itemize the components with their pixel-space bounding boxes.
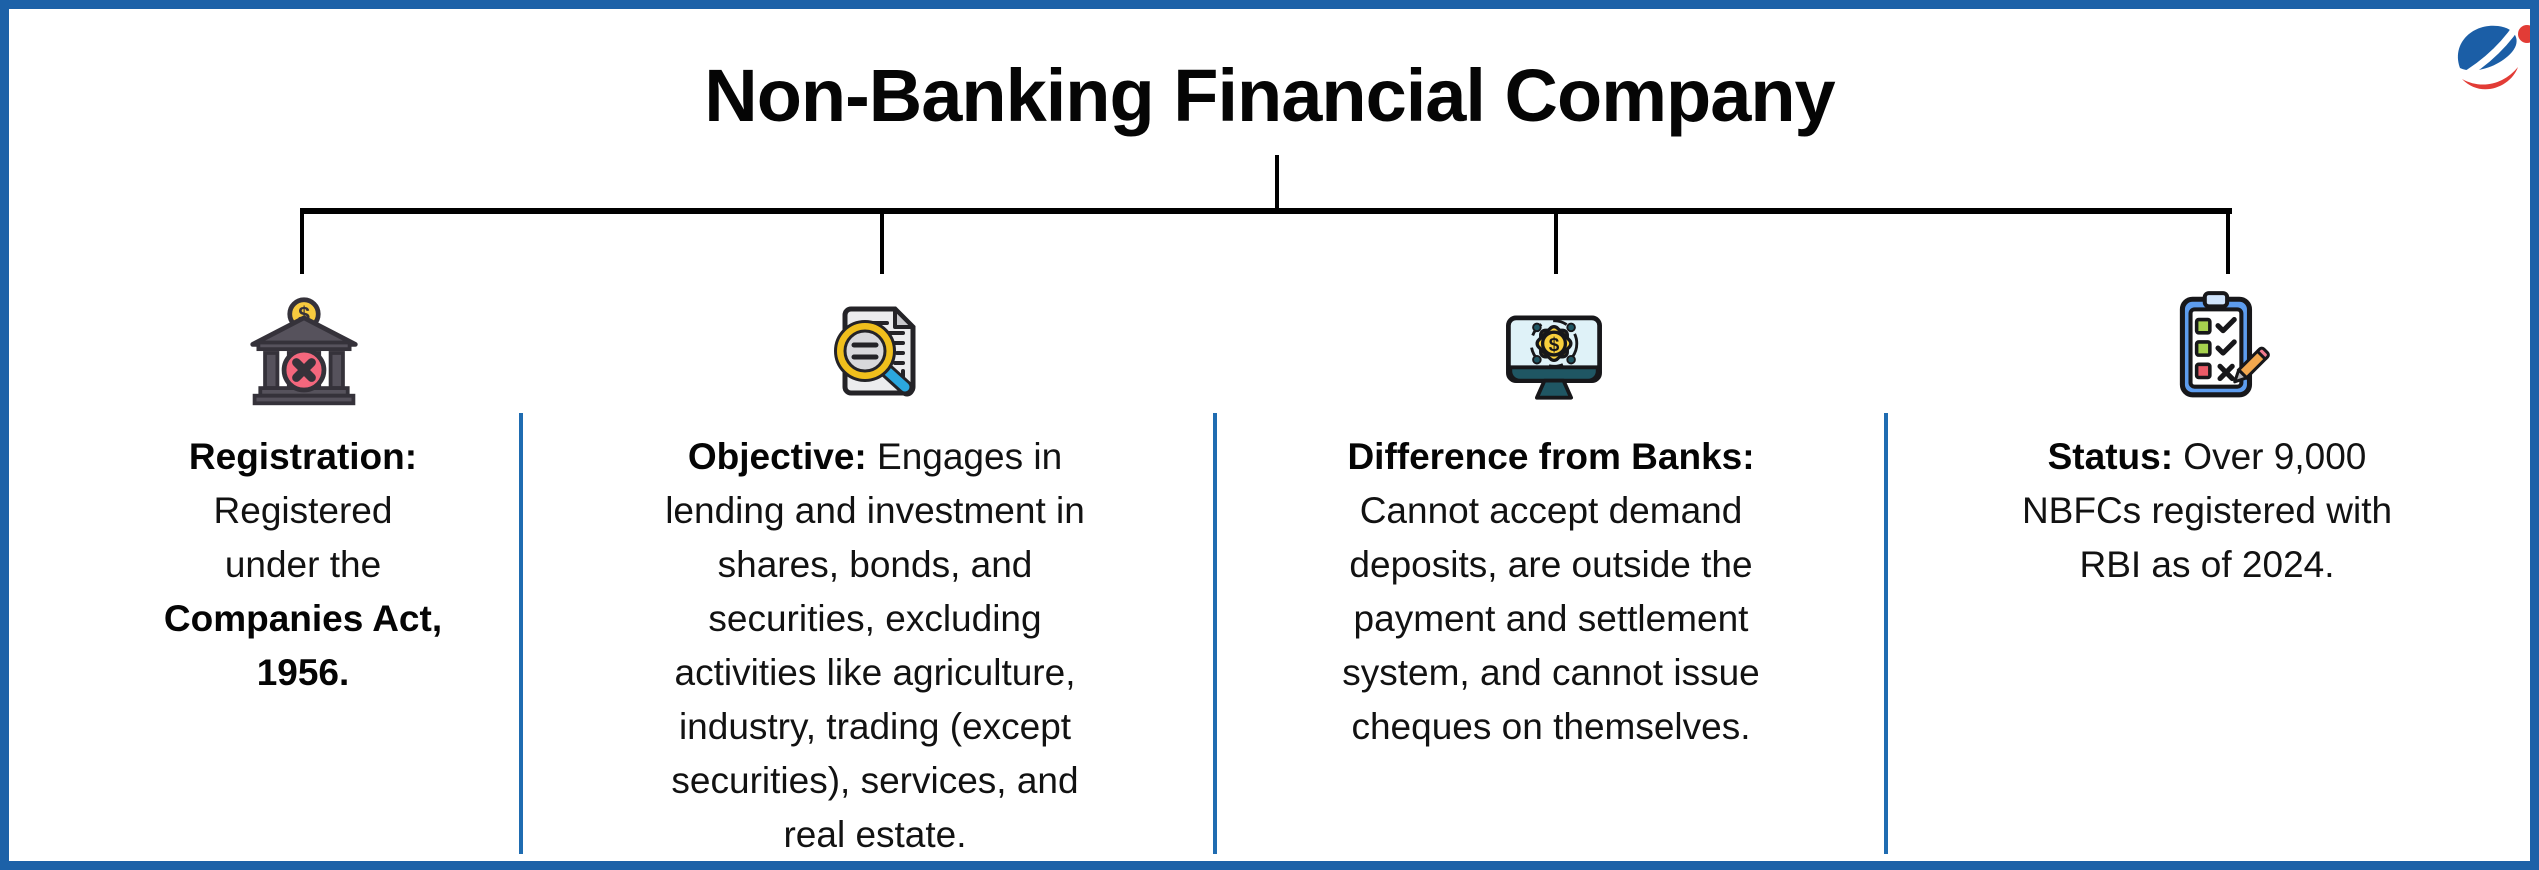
column-divider xyxy=(519,413,523,854)
status-text-line: Status: Over 9,000 xyxy=(2047,436,2367,477)
document-search-icon xyxy=(834,306,916,397)
column-divider xyxy=(1884,413,1888,854)
objective-text-line: activities like agriculture, xyxy=(674,652,1076,693)
objective-text-line: lending and investment in xyxy=(665,490,1085,531)
registration-text-line: under the xyxy=(224,544,382,585)
objective-text-line: Objective: Engages in xyxy=(687,436,1063,477)
status-text-line: RBI as of 2024. xyxy=(2079,544,2335,585)
brand-logo xyxy=(2447,22,2530,90)
difference-from-banks-text-line: Difference from Banks: xyxy=(1347,436,1755,477)
clipboard-clip xyxy=(2202,291,2230,309)
connector-drop-3 xyxy=(1554,214,1558,274)
difference-from-banks-text-line: deposits, are outside the xyxy=(1349,544,1753,585)
objective-text-block: Objective: Engages in lending and investm… xyxy=(545,430,1205,861)
objective-text-line: securities), services, and xyxy=(671,760,1079,801)
connector-drop-2 xyxy=(880,214,884,274)
logo-dot xyxy=(2518,25,2530,43)
connector-drop-1 xyxy=(300,214,304,274)
registration-text-line: 1956. xyxy=(256,652,350,693)
objective-text-line: securities, excluding xyxy=(708,598,1042,639)
difference-from-banks-text-block: Difference from Banks: Cannot accept dema… xyxy=(1215,430,1887,754)
registration-text-line: Registration: xyxy=(188,436,418,477)
connector-drop-4 xyxy=(2226,214,2230,274)
registration-text-line: Companies Act, xyxy=(163,598,443,639)
bank-no-deposit-icon: $ xyxy=(250,297,358,406)
difference-from-banks-text-line: Cannot accept demand xyxy=(1359,490,1743,531)
dollar-glyph: $ xyxy=(1549,335,1560,356)
connector-horizontal-bar xyxy=(300,208,2232,214)
connector-stem xyxy=(1275,155,1279,212)
monitor-finance-gear-icon: $ xyxy=(1506,315,1602,400)
objective-text-line: industry, trading (except xyxy=(678,706,1072,747)
pencil xyxy=(2233,346,2270,384)
objective-text-line: real estate. xyxy=(783,814,967,855)
column-divider xyxy=(1213,413,1217,854)
checklist-clipboard-icon xyxy=(2179,291,2270,398)
page-title: Non-Banking Financial Company xyxy=(704,54,1835,137)
difference-from-banks-text-line: system, and cannot issue xyxy=(1342,652,1760,693)
status-text-line: NBFCs registered with xyxy=(2021,490,2393,531)
objective-text-line: shares, bonds, and xyxy=(717,544,1033,585)
difference-from-banks-text-line: payment and settlement xyxy=(1353,598,1749,639)
gear-shape: $ xyxy=(1535,325,1573,363)
difference-from-banks-text-line: cheques on themselves. xyxy=(1351,706,1751,747)
registration-text-line: Registered xyxy=(213,490,393,531)
